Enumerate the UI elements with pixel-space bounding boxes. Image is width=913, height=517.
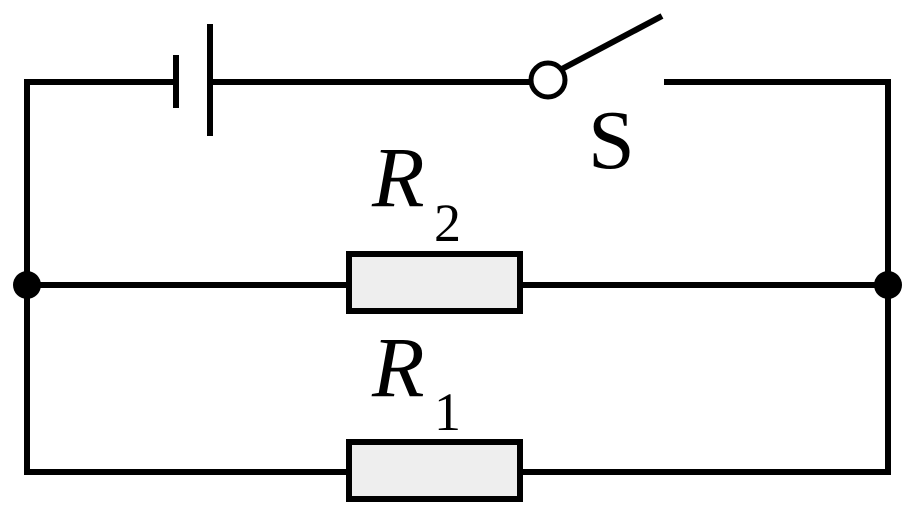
label-r1-subscript: 1 (434, 382, 461, 442)
label-r2-subscript: 2 (434, 193, 461, 253)
label-r2: R 2 (371, 129, 461, 253)
label-r2-symbol: R (371, 129, 425, 225)
label-r1: R 1 (371, 319, 461, 442)
wire-top-left (24, 79, 176, 285)
wire-top-right (664, 79, 891, 285)
battery-symbol (173, 24, 213, 136)
junction-right (874, 271, 902, 299)
resistor-r1 (346, 439, 523, 502)
junction-left (13, 271, 41, 299)
switch-label: S (588, 94, 635, 187)
bottom-branch (24, 285, 891, 502)
middle-branch (27, 251, 888, 314)
top-branch (24, 13, 891, 285)
switch-blade (558, 13, 664, 73)
wire-r1-right (520, 285, 891, 475)
switch-pivot (528, 60, 568, 100)
wire-r1-left (24, 285, 349, 475)
label-r1-symbol: R (371, 319, 425, 415)
switch-s (528, 13, 664, 100)
resistor-r2 (346, 251, 523, 314)
